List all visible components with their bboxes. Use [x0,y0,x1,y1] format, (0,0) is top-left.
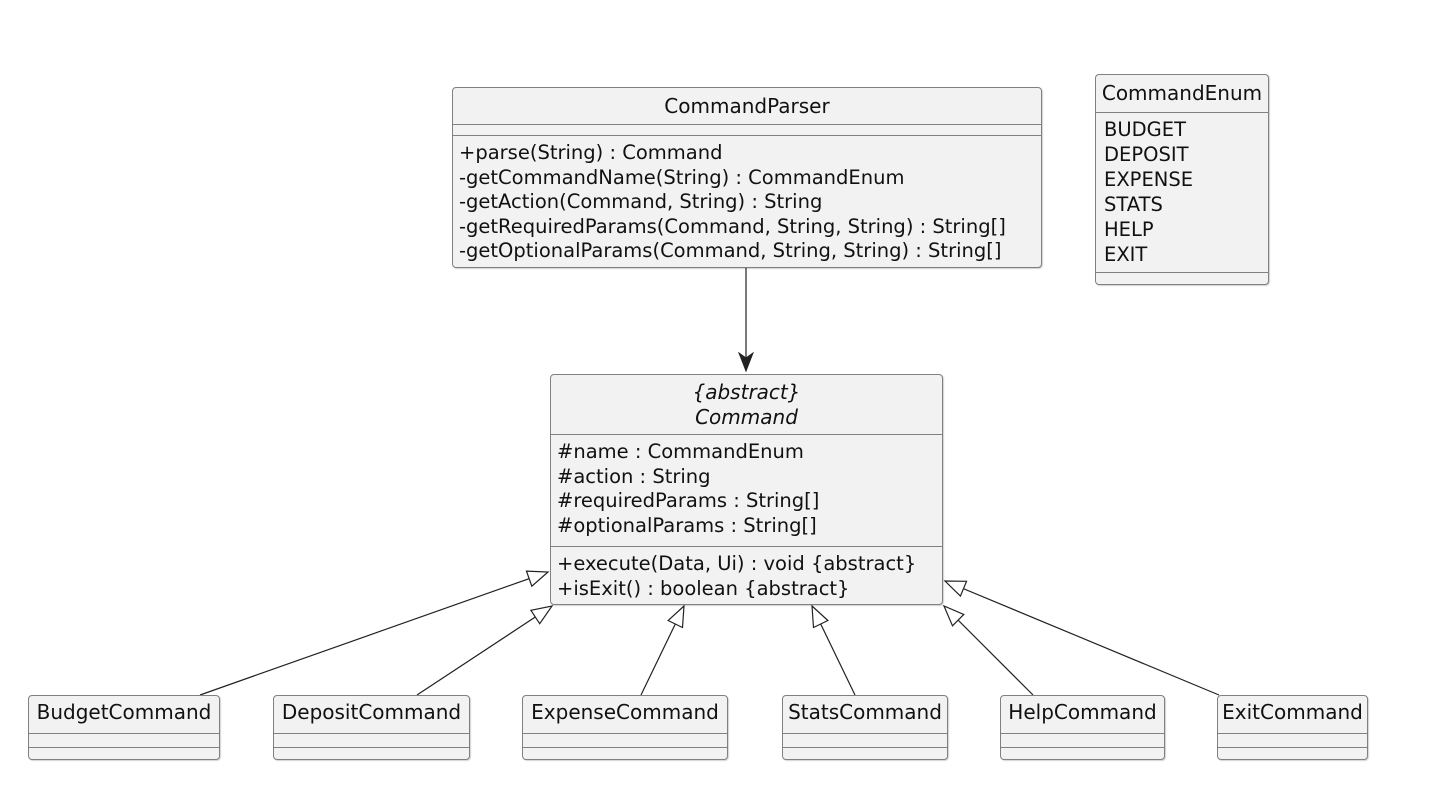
class-exitcommand: ExitCommand [1217,695,1368,760]
class-budgetcommand-methods-compartment [29,747,219,748]
class-statscommand-attributes-compartment [783,733,947,747]
enum-commandenum: CommandEnum BUDGET DEPOSIT EXPENSE STATS… [1095,74,1269,285]
method: -getRequiredParams(Command, String, Stri… [459,214,1006,238]
class-helpcommand-methods-compartment [1001,747,1164,748]
method: -getAction(Command, String) : String [459,190,823,213]
class-command-methods-compartment: +execute(Data, Ui) : void {abstract} +is… [551,546,942,601]
class-command-title: {abstract} Command [551,375,942,434]
class-depositcommand: DepositCommand [273,695,470,760]
class-budgetcommand-title: BudgetCommand [36,700,212,724]
class-depositcommand-attributes-compartment [274,733,469,747]
class-expensecommand-title: ExpenseCommand [531,700,719,724]
class-expensecommand-methods-compartment [523,747,727,748]
enum-value: BUDGET [1104,118,1187,141]
enum-value: HELP [1104,218,1154,241]
class-command-attributes-compartment: #name : CommandEnum #action : String #re… [551,434,942,546]
edge-depositcommand-to-command [416,605,554,696]
class-depositcommand-title: DepositCommand [281,700,462,724]
class-commandparser: CommandParser +parse(String) : Command -… [452,87,1042,268]
class-statscommand: StatsCommand [782,695,948,760]
method: -getOptionalParams(Command, String, Stri… [459,239,1002,262]
method: +isExit() : boolean {abstract} [557,576,850,600]
abstract-stereotype: {abstract} [692,380,801,404]
class-depositcommand-methods-compartment [274,747,469,748]
attribute: #requiredParams : String[] [557,489,820,512]
enum-value: STATS [1104,193,1163,216]
class-commandparser-title: CommandParser [664,94,830,118]
enum-value: EXPENSE [1104,168,1194,191]
class-budgetcommand-attributes-compartment [29,733,219,747]
enum-value: DEPOSIT [1104,143,1189,166]
class-expensecommand-attributes-compartment [523,733,727,747]
class-exitcommand-methods-compartment [1218,747,1367,748]
class-commandparser-attributes-compartment [453,124,1041,135]
class-expensecommand: ExpenseCommand [522,695,728,760]
class-statscommand-methods-compartment [783,747,947,748]
class-command-name: Command [695,405,798,429]
edge-helpcommand-to-command [942,604,1034,696]
class-command: {abstract} Command #name : CommandEnum #… [550,374,943,605]
class-exitcommand-title: ExitCommand [1222,700,1363,724]
edge-statscommand-to-command [811,604,856,696]
method: +parse(String) : Command [459,141,723,164]
attribute: #action : String [557,464,711,488]
method: +execute(Data, Ui) : void {abstract} [557,552,917,575]
class-statscommand-title: StatsCommand [788,700,942,724]
class-helpcommand: HelpCommand [1000,695,1165,760]
class-budgetcommand: BudgetCommand [28,695,220,760]
method: -getCommandName(String) : CommandEnum [459,165,905,189]
class-exitcommand-attributes-compartment [1218,733,1367,747]
enum-value: EXIT [1104,243,1148,266]
class-commandparser-methods-compartment: +parse(String) : Command -getCommandName… [453,135,1041,264]
enum-commandenum-values-compartment: BUDGET DEPOSIT EXPENSE STATS HELP EXIT [1096,112,1268,272]
class-helpcommand-title: HelpCommand [1008,700,1157,724]
enum-commandenum-title: CommandEnum [1101,81,1263,105]
attribute: #optionalParams : String[] [557,513,817,537]
edge-expensecommand-to-command [640,604,685,696]
edge-budgetcommand-to-command [199,570,550,696]
enum-commandenum-empty-compartment [1096,272,1268,273]
attribute: #name : CommandEnum [557,440,804,463]
edge-exitcommand-to-command [943,580,1220,696]
class-helpcommand-attributes-compartment [1001,733,1164,747]
